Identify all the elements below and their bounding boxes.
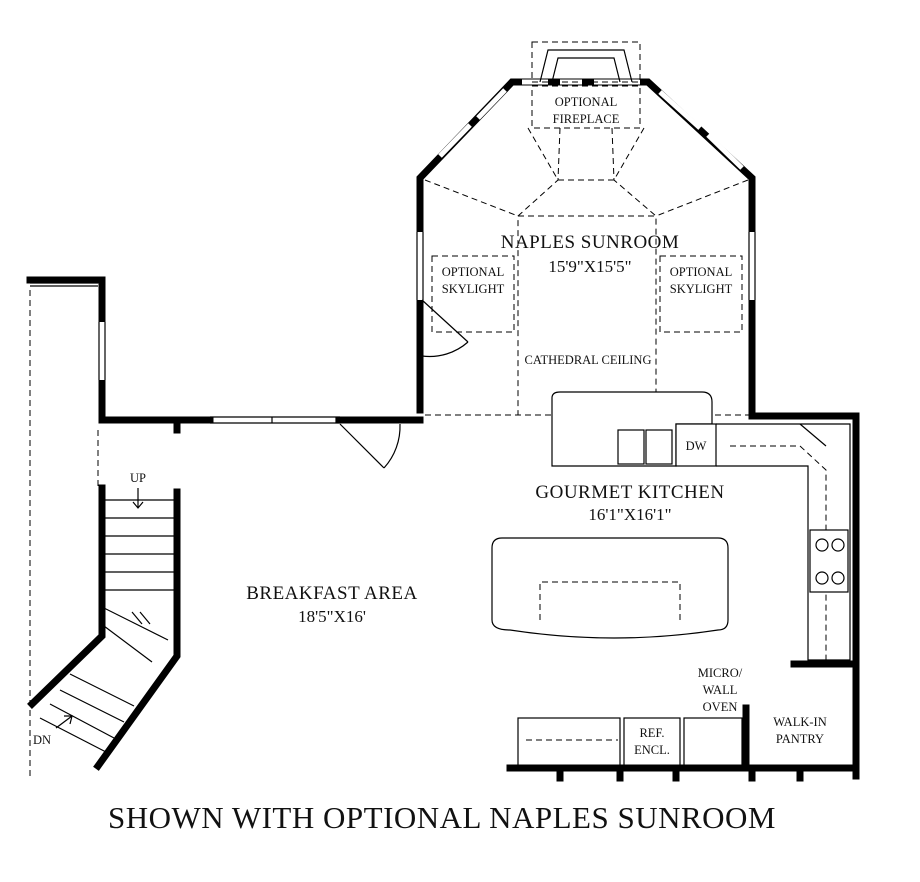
plan-caption: SHOWN WITH OPTIONAL NAPLES SUNROOM xyxy=(108,800,776,835)
ref-label-line1: REF. xyxy=(639,726,664,740)
skylight-right-label-line2: SKYLIGHT xyxy=(670,282,733,296)
skylight-right xyxy=(659,255,743,333)
micro-label-line3: OVEN xyxy=(703,700,738,714)
pantry-label-line1: WALK-IN xyxy=(773,715,826,729)
kitchen-counters xyxy=(491,391,851,769)
skylight-right-label-line1: OPTIONAL xyxy=(670,265,733,279)
skylight-left-label-line1: OPTIONAL xyxy=(442,265,505,279)
sunroom-name: NAPLES SUNROOM xyxy=(501,232,680,253)
micro-label-line1: MICRO/ xyxy=(698,666,743,680)
fireplace-label-line1: OPTIONAL xyxy=(555,95,618,109)
fireplace-label-line2: FIREPLACE xyxy=(553,112,620,126)
breakfast-dims: 18'5"X16' xyxy=(298,607,366,626)
cathedral-ceiling-label: CATHEDRAL CEILING xyxy=(525,353,652,367)
sunroom-door xyxy=(421,299,469,358)
breakfast-name: BREAKFAST AREA xyxy=(246,583,418,604)
ref-label-line2: ENCL. xyxy=(634,743,670,757)
staircase xyxy=(27,290,181,780)
stairs-down-label: DN xyxy=(33,733,51,747)
skylight-left-label-line2: SKYLIGHT xyxy=(442,282,505,296)
kitchen-dims: 16'1"X16'1" xyxy=(588,505,671,524)
fireplace-outline xyxy=(531,41,641,129)
breakfast-door xyxy=(339,423,401,469)
sunroom-dims: 15'9"X15'5" xyxy=(548,257,631,276)
dishwasher-label: DW xyxy=(686,439,707,453)
pantry-label-line2: PANTRY xyxy=(776,732,824,746)
stairs-up-label: UP xyxy=(130,471,146,485)
pantry-walls xyxy=(742,660,860,772)
sunroom-walls xyxy=(416,78,756,418)
kitchen-name: GOURMET KITCHEN xyxy=(535,482,724,503)
skylight-left xyxy=(431,255,515,333)
micro-label-line2: WALL xyxy=(703,683,738,697)
